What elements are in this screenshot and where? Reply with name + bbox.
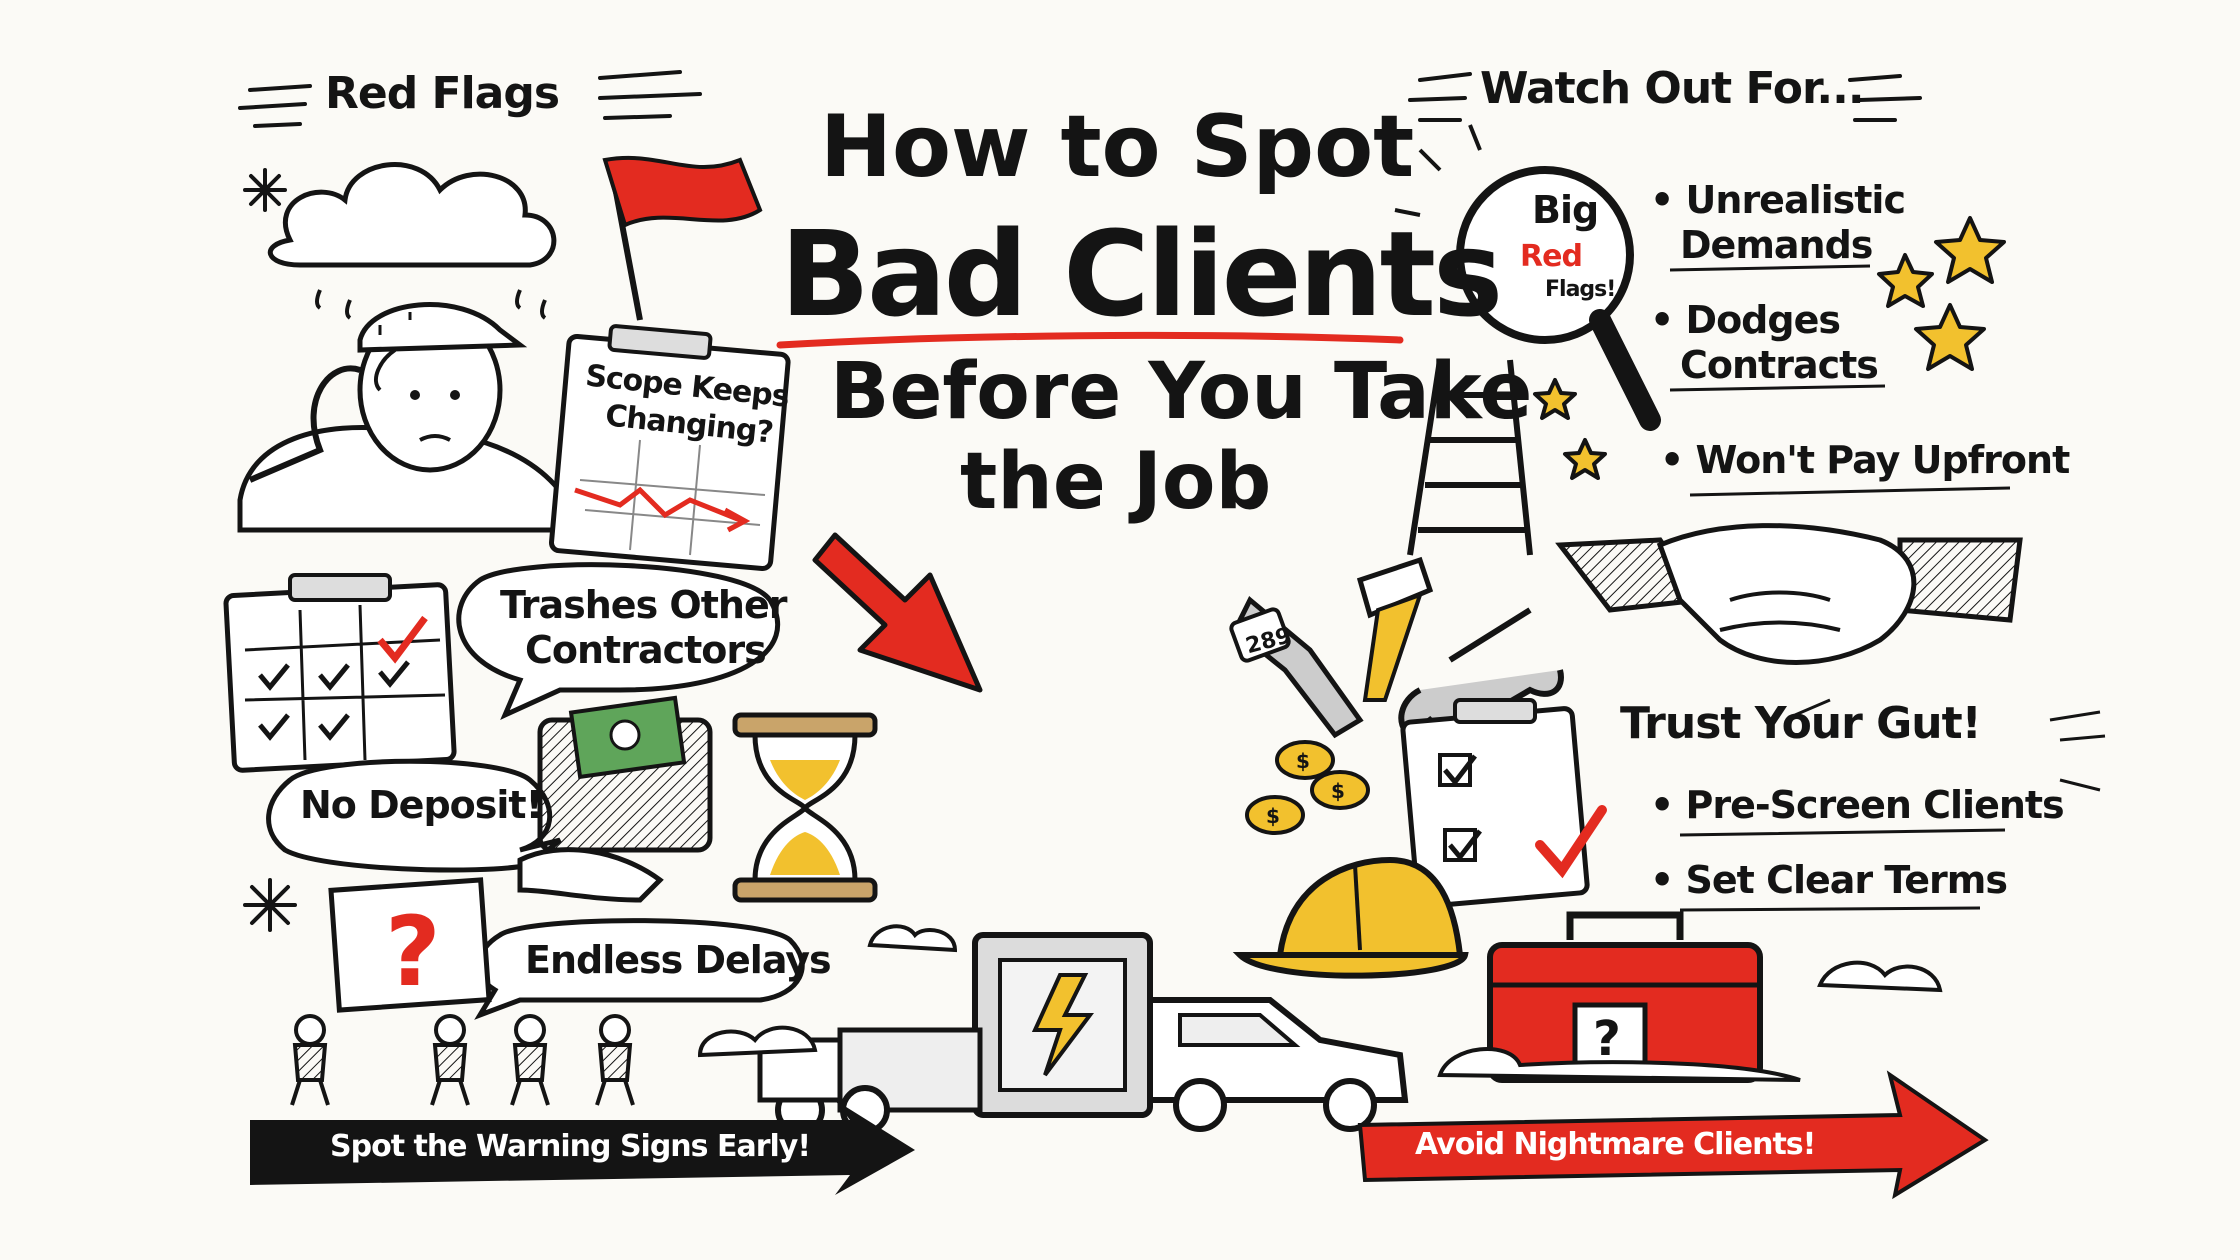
magnifier-line-1: Big [1532,188,1599,232]
heading-speed-lines [238,70,1922,128]
red-flags-heading: Red Flags [325,68,560,119]
svg-text:$: $ [1266,804,1280,828]
speech-bubble-deposit [266,758,562,873]
star-icon [1533,216,2006,480]
wallet-icon [517,695,713,903]
trashes-line-1: Trashes Other [500,583,787,627]
title-line-3: Before You Take [830,347,1533,437]
coins-icon: $ $ $ [1245,740,1370,835]
ladder-icon [1407,359,1533,556]
van-icon [1147,997,1409,1132]
watch-item-2-line-1: Dodges [1650,299,1841,342]
electrical-box-icon [972,932,1153,1118]
watch-item-3-line-1: Won't Pay Upfront [1660,439,2071,482]
magnifier-line-3: Flags! [1545,277,1616,302]
left-banner-shape [250,1100,915,1195]
watch-item-1-line-1: Unrealistic [1650,179,1906,222]
handshake-icon [1555,523,2023,665]
speech-bubble-trashes [456,562,781,720]
watch-out-heading: Watch Out For... [1480,63,1865,114]
watch-item-1-line-2: Demands [1680,223,1873,267]
checklist-icon [223,573,457,773]
svg-text:?: ? [1593,1011,1621,1067]
bullet-underlines [1669,264,2106,912]
title-underline [776,331,1404,349]
left-banner-text: Spot the Warning Signs Early! [330,1129,811,1164]
title-line-2: Bad Clients [780,205,1503,343]
svg-text:$: $ [1331,779,1345,803]
hard-hat-icon [1232,856,1469,979]
paintbrush-icon [1356,556,1434,702]
magnifier-icon [1394,124,1661,431]
red-flag-icon [602,155,763,321]
trashes-line-2: Contractors [525,628,767,672]
right-checklist-icon [1400,698,1607,909]
cloud-icon [267,162,557,320]
ground-cloud-icon [697,924,1943,1082]
snowflake-icon [243,168,297,932]
watch-item-2-line-2: Contracts [1680,343,1879,387]
no-deposit-text: No Deposit! [300,783,543,827]
small-workers-icon [290,1014,635,1106]
gut-item-1: Pre-Screen Clients [1650,784,2065,827]
right-banner-shape [1357,1070,1989,1200]
worker-icon [237,302,584,533]
trust-gut-heading: Trust Your Gut! [1620,698,1982,749]
endless-delays-text: Endless Delays [525,938,832,982]
svg-text:?: ? [385,896,441,1008]
right-banner-text: Avoid Nightmare Clients! [1415,1127,1816,1162]
toolbox-icon: ? [1487,911,1763,1083]
svg-text:$: $ [1296,749,1310,773]
question-sign-icon: ? [328,877,492,1013]
clipboard-icon [548,324,791,572]
wrench-icon: 289 [1229,596,1564,756]
red-arrow-icon [812,532,983,693]
magnifier-line-2: Red [1520,239,1583,274]
title-line-1: How to Spot [820,97,1415,197]
gut-item-2: Set Clear Terms [1650,859,2008,902]
hourglass-icon [732,712,878,903]
title-line-4: the Job [960,437,1272,527]
